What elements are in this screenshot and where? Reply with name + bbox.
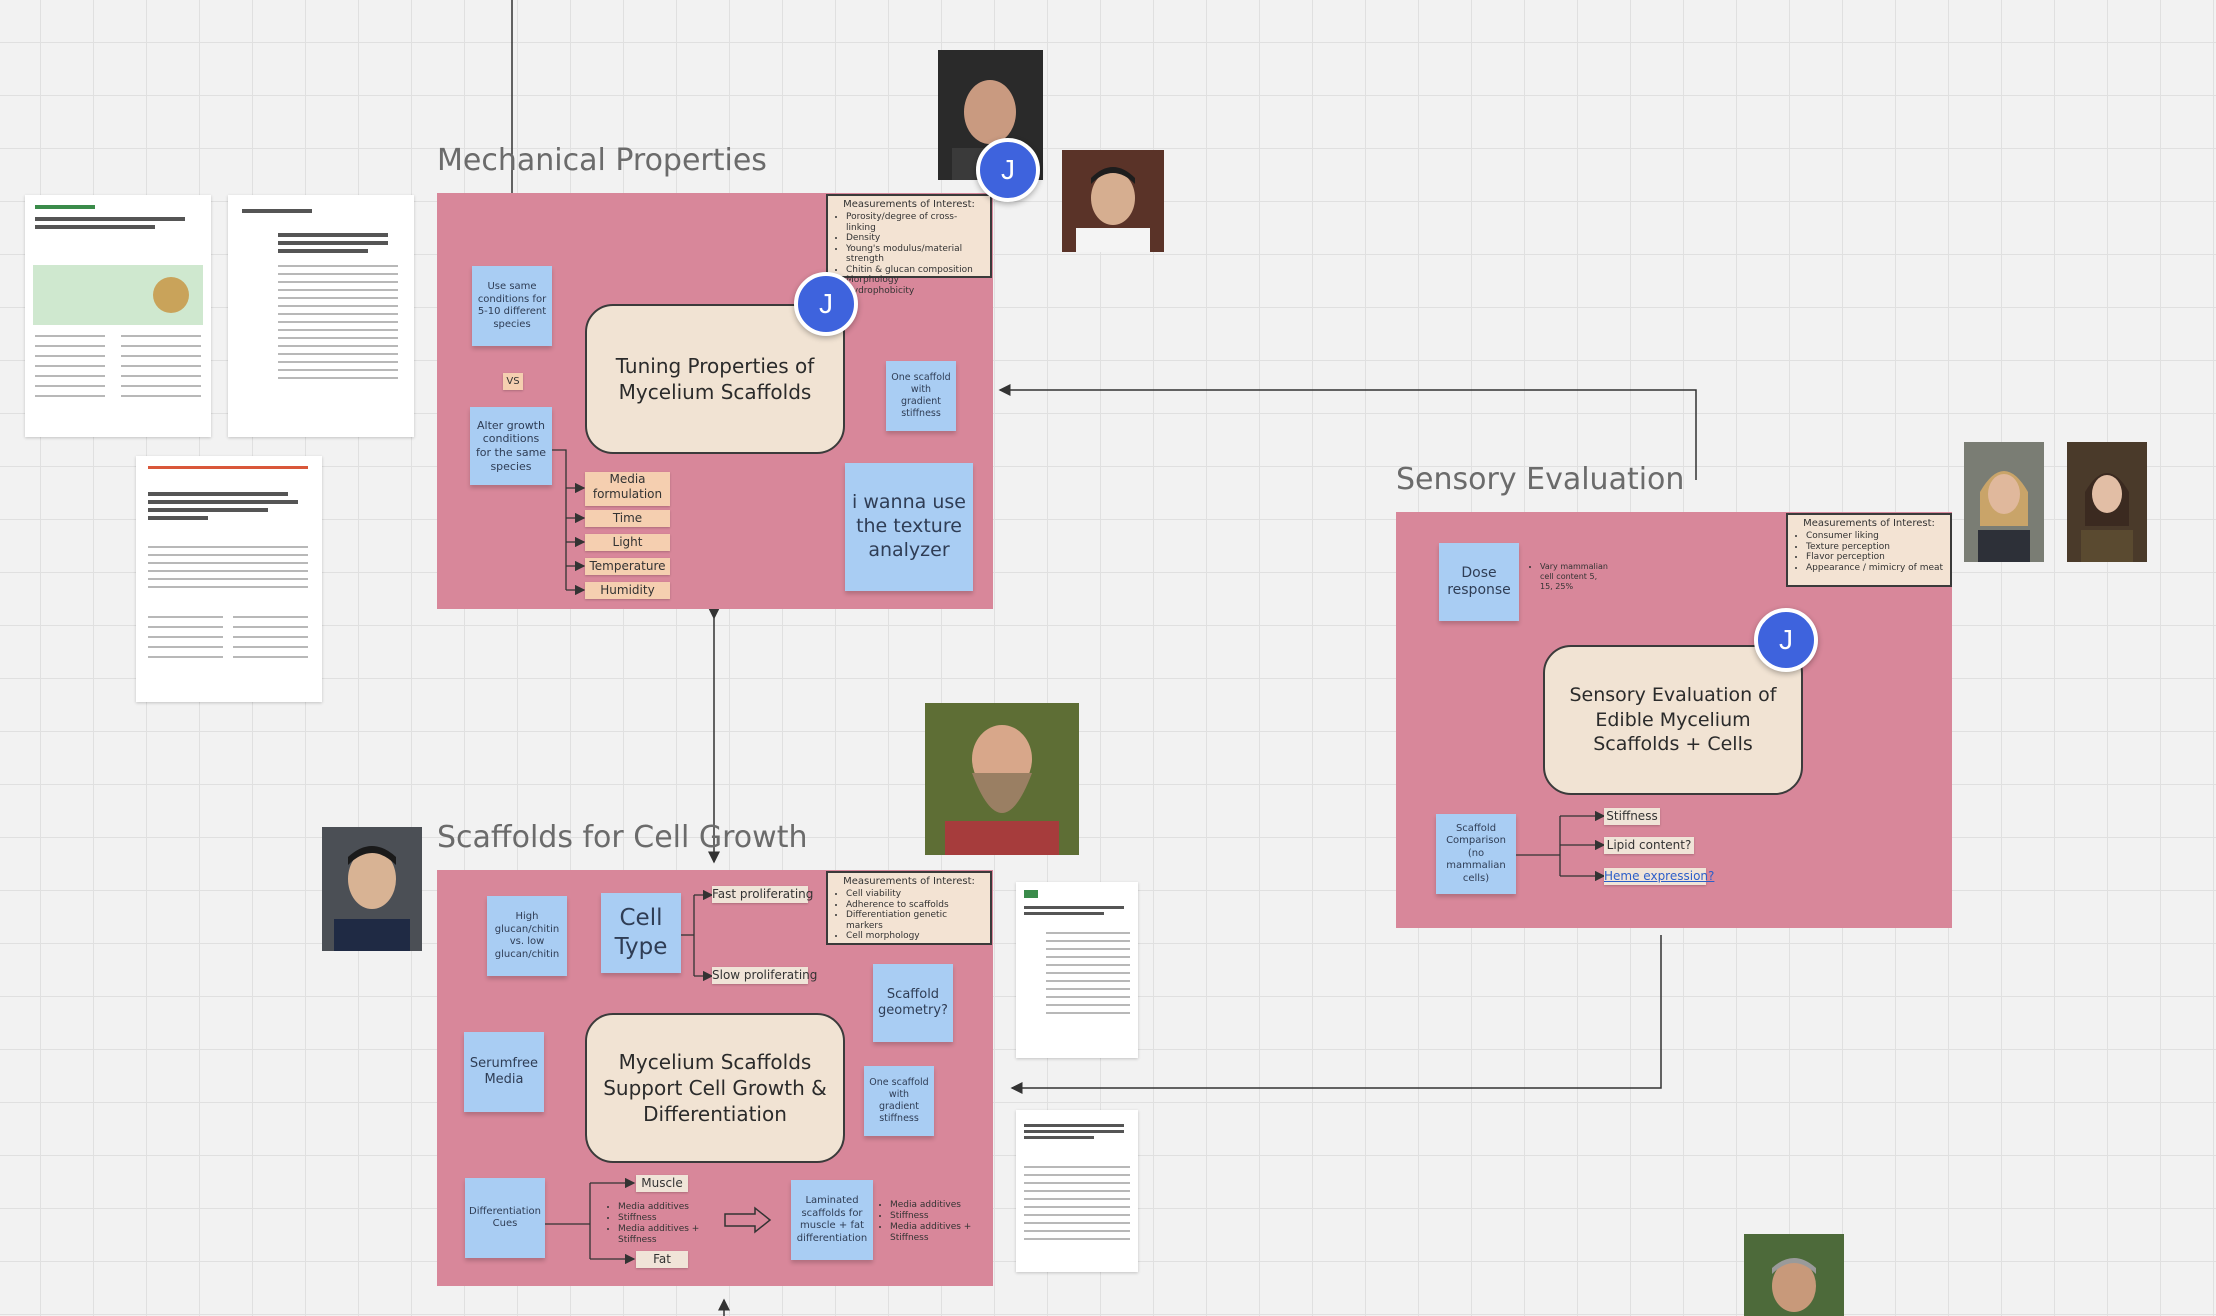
tag-humidity[interactable]: Humidity <box>585 582 670 599</box>
diff-option: Stiffness <box>618 1213 728 1224</box>
tag-lipid-content[interactable]: Lipid content? <box>1604 837 1694 854</box>
collaborator-photo[interactable] <box>2067 442 2147 562</box>
laminated-option: Media additives + Stiffness <box>890 1222 992 1244</box>
sticky-gradient-stiffness[interactable]: One scaffold with gradient stiffness <box>886 361 956 431</box>
diff-options-list: Media additives Stiffness Media additive… <box>608 1202 728 1246</box>
diff-option: Media additives + Stiffness <box>618 1224 728 1246</box>
sticky-serumfree-media[interactable]: Serumfree Media <box>464 1032 544 1112</box>
measurement-item: Cell morphology <box>846 931 984 942</box>
measurement-item: Morphology <box>846 275 984 286</box>
sticky-cell-type[interactable]: Cell Type <box>601 893 681 973</box>
tag-slow-proliferating[interactable]: Slow proliferating <box>712 967 818 984</box>
sticky-differentiation-cues[interactable]: Differentiation Cues <box>465 1178 545 1258</box>
collaborator-photo[interactable] <box>925 703 1079 855</box>
paper-thumbnail[interactable] <box>25 195 211 437</box>
collaborator-avatar[interactable]: J <box>1754 608 1818 672</box>
center-tuning-properties[interactable]: Tuning Properties of Mycelium Scaffolds <box>585 304 845 454</box>
sticky-scaffold-comparison[interactable]: Scaffold Comparison (no mammalian cells) <box>1436 814 1516 894</box>
measurement-item: Porosity/degree of cross-linking <box>846 212 984 233</box>
tag-muscle[interactable]: Muscle <box>636 1175 688 1192</box>
tag-fast-proliferating[interactable]: Fast proliferating <box>712 886 814 903</box>
sticky-gradient-stiffness-cell[interactable]: One scaffold with gradient stiffness <box>864 1066 934 1136</box>
center-cell-growth[interactable]: Mycelium Scaffolds Support Cell Growth &… <box>585 1013 845 1163</box>
vs-label[interactable]: VS <box>503 373 523 390</box>
dose-note-text: Vary mammalian cell content 5, 15, 25% <box>1540 562 1610 592</box>
measurements-title: Measurements of Interest: <box>1803 518 1935 529</box>
mechanical-measurements[interactable]: Measurements of Interest: Porosity/degre… <box>826 194 992 296</box>
tag-fat[interactable]: Fat <box>636 1251 688 1268</box>
collaborator-avatar[interactable]: J <box>976 138 1040 202</box>
laminated-options-list: Media additives Stiffness Media additive… <box>880 1200 992 1244</box>
measurement-item: Consumer liking <box>1806 531 1944 542</box>
tag-heme-expression-link[interactable]: Heme expression? <box>1604 868 1715 885</box>
measurements-title: Measurements of Interest: <box>843 199 975 210</box>
section-title-cell-growth: Scaffolds for Cell Growth <box>437 820 808 855</box>
measurement-item: Adherence to scaffolds <box>846 900 984 911</box>
sticky-dose-response[interactable]: Dose response <box>1439 543 1519 621</box>
tag-media-formulation[interactable]: Media formulation <box>585 472 670 506</box>
measurement-item: Young's modulus/material strength <box>846 244 984 265</box>
measurement-item: Flavor perception <box>1806 552 1944 563</box>
paper-thumbnail[interactable] <box>1016 1110 1138 1272</box>
collaborator-photo[interactable] <box>1744 1234 1844 1316</box>
cell-measurements[interactable]: Measurements of Interest: Cell viability… <box>826 871 992 945</box>
paper-thumbnail[interactable] <box>228 195 414 437</box>
tag-temperature[interactable]: Temperature <box>585 558 670 575</box>
section-title-mechanical: Mechanical Properties <box>437 143 767 178</box>
paper-thumbnail[interactable] <box>136 456 322 702</box>
measurements-title: Measurements of Interest: <box>843 876 975 887</box>
center-sensory-evaluation[interactable]: Sensory Evaluation of Edible Mycelium Sc… <box>1543 645 1803 795</box>
collaborator-photo[interactable] <box>1964 442 2044 562</box>
tag-time[interactable]: Time <box>585 510 670 527</box>
sticky-laminated-scaffolds[interactable]: Laminated scaffolds for muscle + fat dif… <box>791 1180 873 1260</box>
measurement-item: Density <box>846 233 984 244</box>
measurement-item: Hydrophobicity <box>846 286 984 297</box>
diff-option: Media additives <box>618 1202 728 1213</box>
dose-note: Vary mammalian cell content 5, 15, 25% <box>1530 562 1610 592</box>
measurement-item: Chitin & glucan composition <box>846 265 984 276</box>
sticky-use-same-conditions[interactable]: Use same conditions for 5-10 different s… <box>472 266 552 346</box>
sticky-glucan-chitin[interactable]: High glucan/chitin vs. low glucan/chitin <box>487 896 567 976</box>
section-title-sensory: Sensory Evaluation <box>1396 462 1685 497</box>
tag-light[interactable]: Light <box>585 534 670 551</box>
sensory-measurements[interactable]: Measurements of Interest: Consumer likin… <box>1786 513 1952 587</box>
laminated-option: Stiffness <box>890 1211 992 1222</box>
sticky-texture-analyzer[interactable]: i wanna use the texture analyzer <box>845 463 973 591</box>
measurement-item: Texture perception <box>1806 542 1944 553</box>
tag-stiffness[interactable]: Stiffness <box>1604 808 1660 825</box>
measurement-item: Differentiation genetic markers <box>846 910 984 931</box>
collaborator-photo[interactable] <box>1062 150 1164 252</box>
sticky-alter-growth[interactable]: Alter growth conditions for the same spe… <box>470 407 552 485</box>
collaborator-avatar[interactable]: J <box>794 272 858 336</box>
collaborator-photo[interactable] <box>322 827 422 951</box>
measurement-item: Appearance / mimicry of meat <box>1806 563 1944 574</box>
paper-thumbnail[interactable] <box>1016 882 1138 1058</box>
measurement-item: Cell viability <box>846 889 984 900</box>
sticky-scaffold-geometry[interactable]: Scaffold geometry? <box>873 964 953 1042</box>
laminated-option: Media additives <box>890 1200 992 1211</box>
